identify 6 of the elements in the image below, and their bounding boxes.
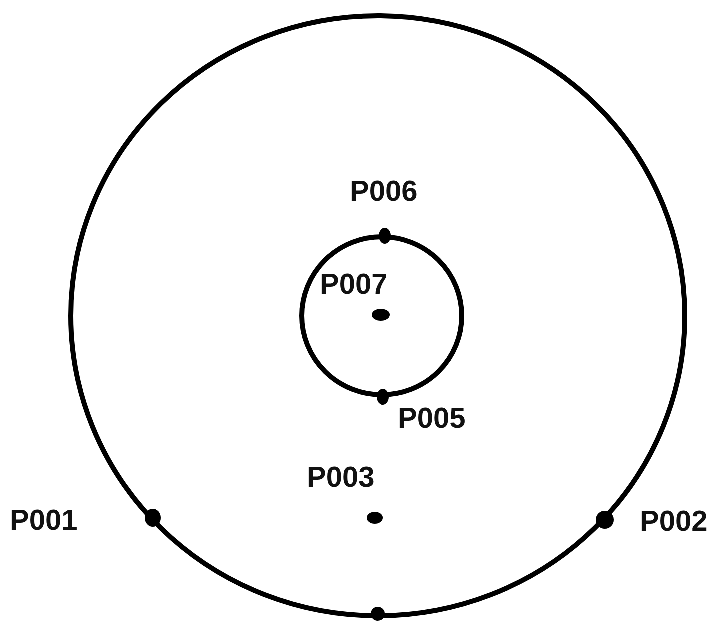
point-label: P003 — [307, 464, 375, 493]
point-label: P001 — [10, 507, 78, 536]
point-label: P005 — [398, 405, 466, 434]
point-label: P006 — [350, 178, 418, 207]
point-label: P007 — [320, 271, 388, 300]
point-label: P002 — [640, 508, 708, 537]
